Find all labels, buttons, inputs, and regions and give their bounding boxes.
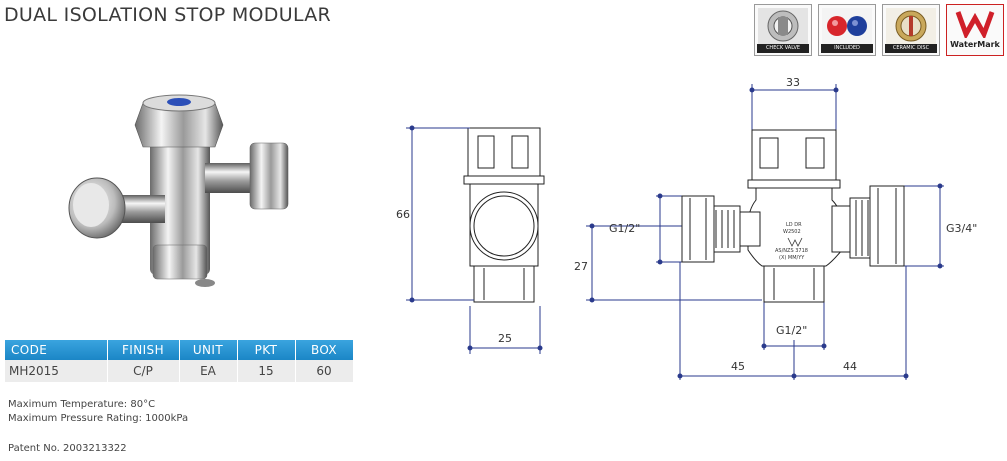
red-blue-handles-icon [822,8,872,45]
marking-line-1: LD DR [786,222,802,228]
dim-front-top: 33 [786,76,800,89]
right-nut [869,185,905,267]
badge-caption: CERAMIC DISC [885,44,937,53]
feature-badges: CHECK VALVE INCLUDED CERAMIC DISC WaterM… [754,4,1004,56]
max-temperature: Maximum Temperature: 80°C [8,399,156,410]
dim-left-length: 45 [731,360,745,373]
ceramic-disc-icon [886,8,936,45]
dim-side-height: 66 [396,208,410,221]
spec-notes: Maximum Temperature: 80°C Maximum Pressu… [8,398,188,426]
dim-left-port: G1/2" [609,222,640,235]
header-pkt: PKT [237,340,296,360]
dim-side-width: 25 [498,332,512,345]
marking-line-3: AS/NZS 3718 [775,248,808,254]
side-view-cap [467,127,541,177]
cell-unit: EA [179,360,238,382]
left-nut [681,195,715,263]
watermark-stamp-icon [787,237,803,247]
side-view [463,127,545,303]
spec-table: CODE FINISH UNIT PKT BOX MH2015 C/P EA 1… [5,340,354,382]
dim-center-height: 27 [574,260,588,273]
cell-pkt: 15 [237,360,296,382]
dim-bottom-port: G1/2" [776,324,807,337]
dimension-lines [406,84,944,380]
patent-number: Patent No. 2003213322 [8,443,127,454]
header-box: BOX [295,340,354,360]
watermark-badge: WaterMark [946,4,1004,56]
watermark-logo-icon [955,11,995,38]
header-code: CODE [5,340,108,360]
marking-line-4: (X) MM/YY [779,255,805,261]
header-unit: UNIT [179,340,238,360]
cell-box: 60 [295,360,354,382]
ceramic-disc-badge: CERAMIC DISC [882,4,940,56]
front-view [681,129,905,303]
watermark-label: WaterMark [950,40,1000,49]
header-finish: FINISH [107,340,180,360]
product-image [68,94,289,287]
bottom-outlet [763,265,825,303]
table-row: MH2015 C/P EA 15 60 [5,360,354,382]
check-valve-icon [758,8,808,45]
dim-right-length: 44 [843,360,857,373]
max-pressure: Maximum Pressure Rating: 1000kPa [8,413,189,424]
side-view-outlet [473,265,535,303]
badge-caption: CHECK VALVE [757,44,809,53]
check-valve-badge: CHECK VALVE [754,4,812,56]
cell-finish: C/P [107,360,180,382]
marking-line-2: W2502 [783,229,801,235]
page-title: DUAL ISOLATION STOP MODULAR [4,4,332,26]
cell-code: MH2015 [5,360,108,382]
badge-caption: INCLUDED [821,44,873,53]
handles-included-badge: INCLUDED [818,4,876,56]
dim-right-port: G3/4" [946,222,977,235]
spec-table-header: CODE FINISH UNIT PKT BOX [5,340,354,360]
